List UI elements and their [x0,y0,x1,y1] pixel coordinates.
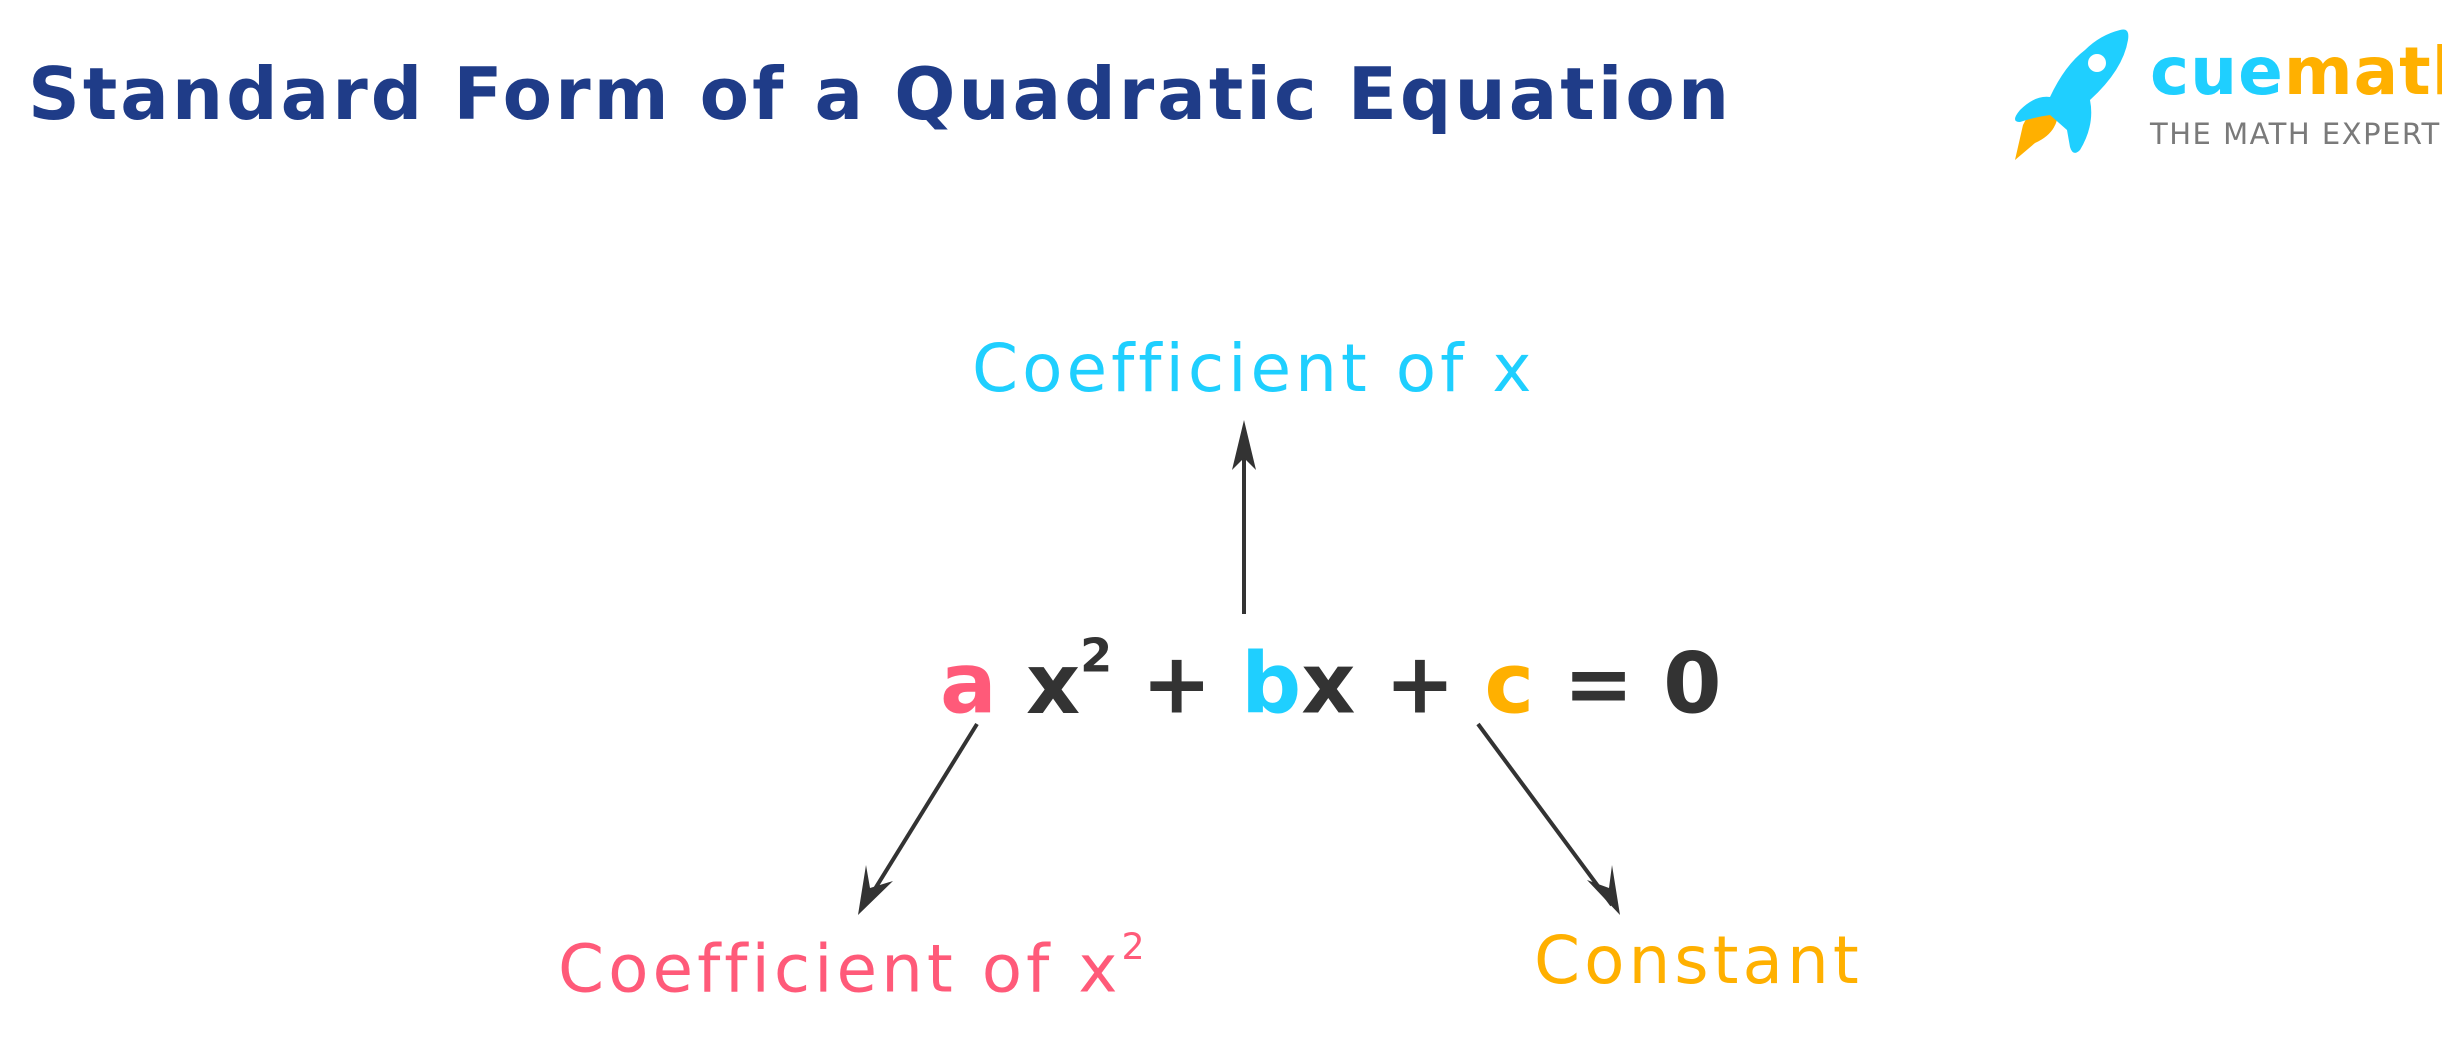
arrowhead-left [858,865,893,915]
arrow-down-left [863,722,979,907]
eq-zero: 0 [1663,634,1722,733]
eq-x-squared: x2 [1025,628,1113,733]
arrowhead-up [1232,420,1256,470]
page-title: Standard Form of a Quadratic Equation [28,52,1733,136]
eq-plus: + [1141,634,1212,733]
eq-plus: + [1384,634,1456,733]
label-constant: Constant [1534,922,1863,999]
eq-x: x [1301,634,1356,733]
logo-tagline: THE MATH EXPERT [2150,117,2441,151]
equation: a x2 + bx + c = 0 [940,628,1722,733]
logo-brand-cue: cue [2150,33,2284,110]
arrow-down-right [1476,722,1614,907]
eq-a: a [940,634,997,733]
eq-b: b [1241,634,1302,733]
eq-equals: = [1563,634,1634,733]
logo-brand-math: math [2283,33,2442,110]
cuemath-logo: cuemath THE MATH EXPERT [1995,25,2442,160]
rocket-icon [2015,29,2129,160]
label-coefficient-x: Coefficient of x [972,330,1536,407]
arrowhead-right [1587,865,1620,915]
label-coefficient-x2: Coefficient of x2 [558,925,1149,1008]
eq-c: c [1484,634,1535,733]
